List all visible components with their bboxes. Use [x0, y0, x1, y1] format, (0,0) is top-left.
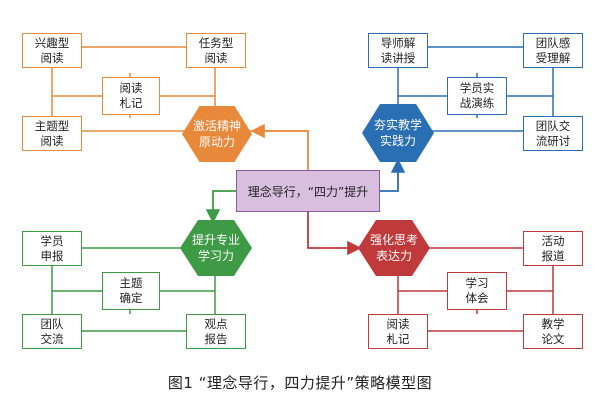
red-box-bottom-left: 阅读 札记 — [368, 314, 428, 349]
figure-caption: 图1 “理念导行，四力提升”策略模型图 — [167, 374, 433, 392]
orange-box-middle: 阅读 札记 — [102, 77, 160, 115]
green-box-bottom-right: 观点 报告 — [186, 314, 246, 349]
arrow-to-orange — [250, 123, 309, 170]
orange-hub-hexagon: 激活精神 原动力 — [182, 106, 252, 162]
green-box-top-left: 学员 申报 — [22, 231, 82, 266]
arrow-to-red — [307, 212, 362, 256]
blue-box-bottom-right: 团队交 流研讨 — [523, 116, 583, 151]
blue-box-middle: 学员实 战演练 — [447, 77, 507, 115]
green-box-bottom-left: 团队 交流 — [22, 314, 82, 349]
orange-box-top-right: 任务型 阅读 — [186, 33, 246, 68]
center-box: 理念导行，“四力”提升 — [236, 170, 380, 212]
blue-box-top-right: 团队感 受理解 — [523, 33, 583, 68]
arrow-to-blue — [380, 158, 406, 192]
red-box-middle: 学习 体会 — [447, 272, 507, 310]
orange-box-bottom-left: 主题型 阅读 — [22, 116, 82, 151]
red-box-bottom-right: 教学 论文 — [523, 314, 583, 349]
arrow-to-green — [205, 190, 236, 224]
green-box-middle: 主题 确定 — [102, 272, 160, 310]
blue-box-top-left: 导师解 读讲授 — [368, 33, 428, 68]
orange-box-top-left: 兴趣型 阅读 — [22, 33, 82, 68]
red-box-top-right: 活动 报道 — [523, 231, 583, 266]
